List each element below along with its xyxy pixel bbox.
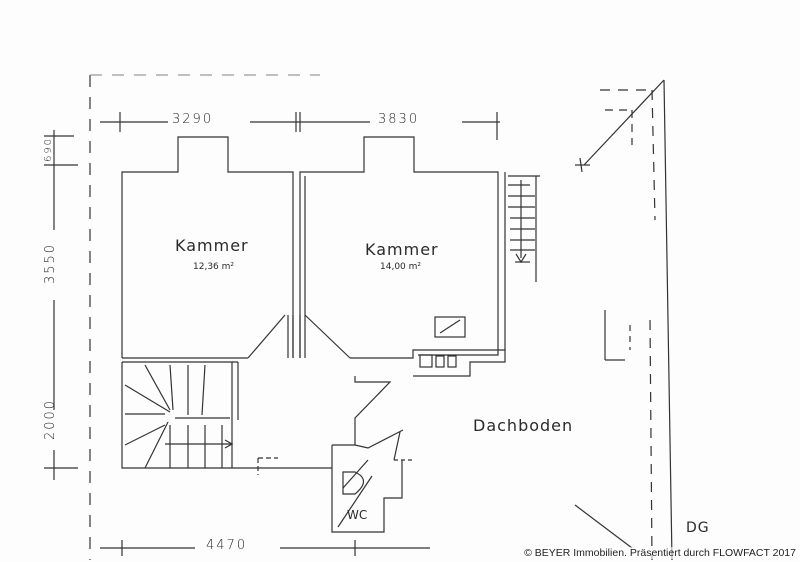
- room-name-kammer-2: Kammer: [365, 240, 439, 259]
- dimension-bottom: 4470: [206, 538, 248, 553]
- dimension-left-3: 2000: [43, 398, 59, 441]
- room-area-kammer-2: 14,00 m²: [380, 262, 422, 272]
- copyright-credit: © BEYER Immobilien. Präsentiert durch FL…: [524, 547, 796, 559]
- room-name-wc: WC: [347, 508, 368, 522]
- room-area-kammer-1: 12,36 m²: [193, 262, 235, 272]
- room-name-dachboden: Dachboden: [473, 416, 574, 435]
- dimension-left-2: 3550: [43, 242, 59, 285]
- dimension-top-1: 3290: [172, 112, 214, 127]
- dimension-left-1: 690: [43, 136, 55, 163]
- dimension-top-2: 3830: [378, 112, 420, 127]
- room-name-kammer-1: Kammer: [175, 236, 249, 255]
- level-label: DG: [686, 520, 710, 536]
